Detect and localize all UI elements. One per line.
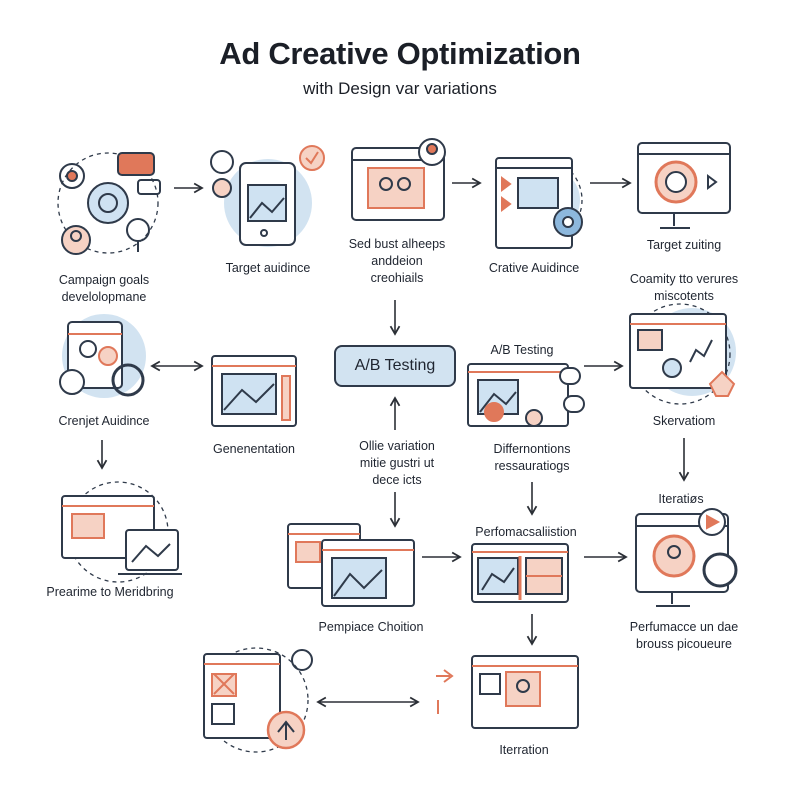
placement-choice-icon [287, 523, 415, 607]
page-subtitle: with Design var variations [303, 79, 497, 98]
label-performace: Perfomacsaliistion [475, 525, 577, 539]
ab-testing-node[interactable]: A/B Testing [334, 345, 456, 387]
page-title: Ad Creative Optimization [219, 36, 581, 71]
performance-analysis-icon [471, 543, 569, 603]
creative-audience-icon [495, 157, 583, 249]
label-ollie-variation: Ollie variation mitie gustri ut dece ict… [359, 439, 435, 487]
label-crenjet-audience: Crenjet Auidince [58, 414, 150, 428]
label-iterations: Iteratiøs [658, 492, 704, 506]
label-creative-audience: Crative Auidince [488, 261, 580, 275]
creative-display-icon [351, 138, 446, 221]
label-campaign-goals: Campaign goals develolopmane [58, 273, 150, 304]
label-target-audience: Target auidince [225, 261, 311, 275]
skervation-icon [629, 303, 736, 405]
label-differnontions: Differnontions ressauratiogs [493, 442, 571, 473]
campaign-goals-icon [57, 152, 161, 255]
label-iteration: Iterration [499, 743, 549, 757]
prearime-icon [61, 481, 182, 583]
performance-monitor-icon [635, 508, 738, 607]
label-coamity: Coamity tto verures miscotents [629, 272, 739, 303]
crenjet-audience-icon [59, 314, 146, 398]
target-monitor-icon [637, 142, 731, 229]
label-skervation: Skervatiom [652, 414, 716, 428]
label-pemplace: Pempiace Choition [318, 620, 424, 634]
generation-icon [211, 355, 297, 427]
target-audience-icon [210, 145, 325, 247]
label-target-zuiting: Target zuiting [646, 238, 722, 252]
ab-testing-screen-icon [467, 363, 585, 427]
label-prearime: Prearime to Meridbring [46, 585, 174, 599]
flow-arrows [96, 177, 690, 708]
label-perfumacce: Perfumacce un dae brouss picoueure [629, 620, 739, 651]
creative-badge-icon [203, 647, 313, 753]
iteration-icon [436, 655, 579, 729]
label-generation: Genenentation [212, 442, 296, 456]
label-best-creatives: Sed bust alheeps anddeion creohiails [348, 237, 446, 285]
label-ab-testing: A/B Testing [490, 343, 554, 357]
